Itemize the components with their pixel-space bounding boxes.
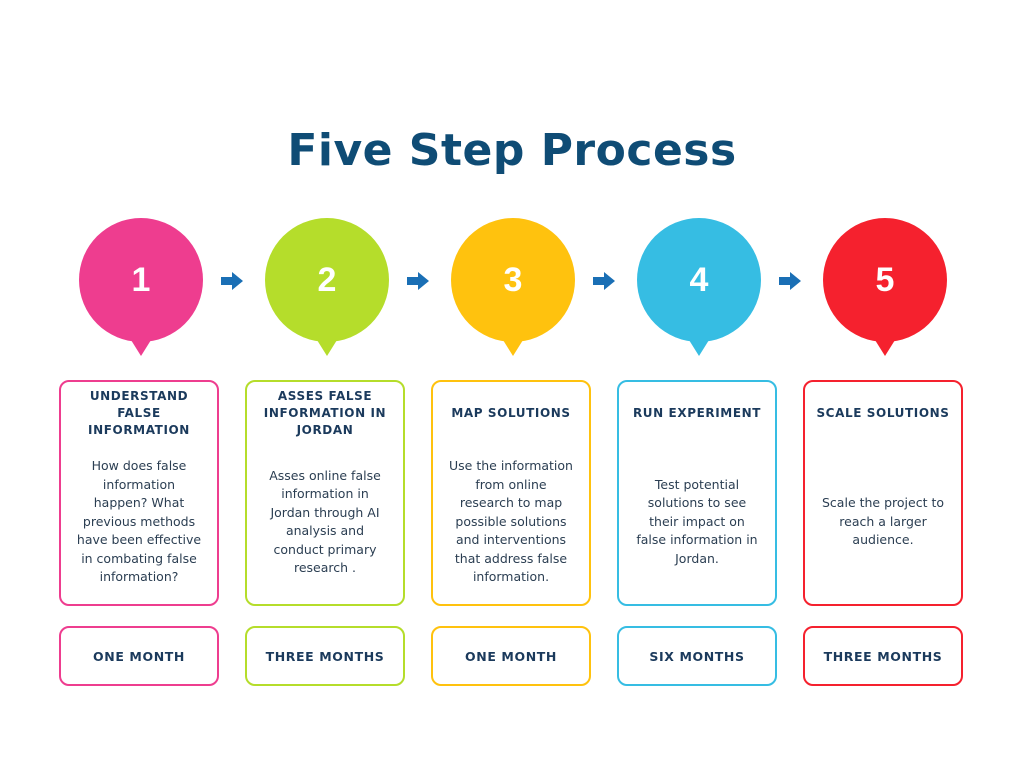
- step-title: UNDERSTAND FALSE INFORMATION: [88, 388, 190, 437]
- step-description: How does false information happen? What …: [76, 458, 202, 585]
- circle-pointer: [503, 340, 523, 356]
- step-number-circle: 4: [637, 218, 761, 342]
- step-duration: ONE MONTH: [431, 626, 591, 686]
- step-card: MAP SOLUTIONS Use the information from o…: [431, 380, 591, 606]
- step-number-circle: 1: [79, 218, 203, 342]
- arrow-right-icon: [779, 272, 801, 290]
- step-card: SCALE SOLUTIONS Scale the project to rea…: [803, 380, 963, 606]
- step-duration: SIX MONTHS: [617, 626, 777, 686]
- step-card: ASSES FALSE INFORMATION IN JORDAN Asses …: [245, 380, 405, 606]
- step-number-circle: 2: [265, 218, 389, 342]
- arrow-right-icon: [407, 272, 429, 290]
- step-description: Scale the project to reach a larger audi…: [822, 495, 944, 548]
- step-description: Use the information from online research…: [449, 458, 573, 585]
- step-number-circle: 3: [451, 218, 575, 342]
- circle-pointer: [131, 340, 151, 356]
- step-title: MAP SOLUTIONS: [451, 405, 571, 420]
- step-description: Asses online false information in Jordan…: [269, 467, 381, 576]
- arrow-right-icon: [593, 272, 615, 290]
- circle-pointer: [317, 340, 337, 356]
- step-card: RUN EXPERIMENT Test potential solutions …: [617, 380, 777, 606]
- step-duration: THREE MONTHS: [803, 626, 963, 686]
- step-title: RUN EXPERIMENT: [632, 405, 762, 420]
- step-description: Test potential solutions to see their im…: [636, 476, 758, 566]
- step-card: UNDERSTAND FALSE INFORMATION How does fa…: [59, 380, 219, 606]
- circle-pointer: [875, 340, 895, 356]
- step-title: ASSES FALSE INFORMATION IN JORDAN: [263, 388, 387, 437]
- step-duration: THREE MONTHS: [245, 626, 405, 686]
- arrow-right-icon: [221, 272, 243, 290]
- circle-pointer: [689, 340, 709, 356]
- step-duration: ONE MONTH: [59, 626, 219, 686]
- step-number-circle: 5: [823, 218, 947, 342]
- step-title: SCALE SOLUTIONS: [816, 405, 950, 420]
- page-title: Five Step Process: [287, 125, 737, 176]
